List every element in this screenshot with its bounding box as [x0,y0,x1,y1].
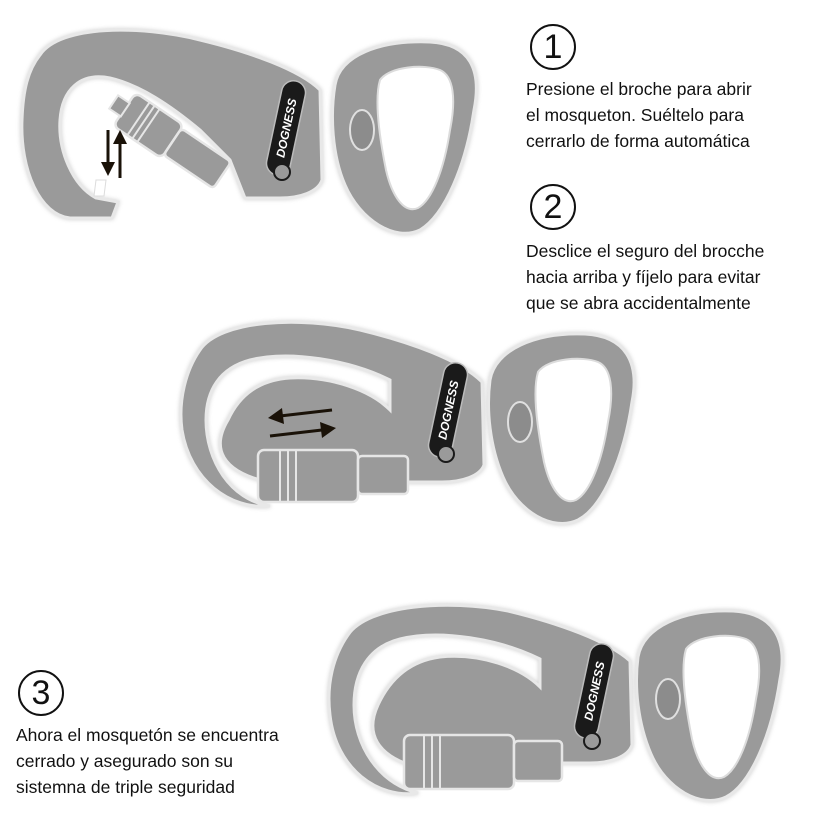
carabiner-gate-open [107,93,231,189]
step-2-number: 2 [530,184,576,230]
rivet [583,732,601,750]
step-3-text: Ahora el mosquetón se encuentra cerrado … [16,725,279,797]
swivel-eye [331,40,478,235]
step-1-text: Presione el broche para abrir el mosquet… [526,79,752,151]
carabiner-locked-illustration: DOGNESS [327,603,784,802]
step-2-text: Desclice el seguro del brocche hacia arr… [526,241,765,313]
left-right-arrows-icon [268,408,336,438]
rivet [273,163,291,181]
carabiner-gate-closed [256,448,410,504]
carabiner-open-illustration: DOGNESS [20,28,478,235]
carabiner-body: DOGNESS [20,28,324,220]
step-1-number: 1 [530,24,576,70]
up-down-arrows-icon [101,130,127,178]
step-3-number: 3 [18,670,64,716]
carabiner-gate-locked [402,733,564,791]
rivet [437,445,455,463]
carabiner-lock-slide-illustration: DOGNESS [179,320,636,525]
swivel-eye [635,609,784,802]
swivel-eye [487,332,636,525]
